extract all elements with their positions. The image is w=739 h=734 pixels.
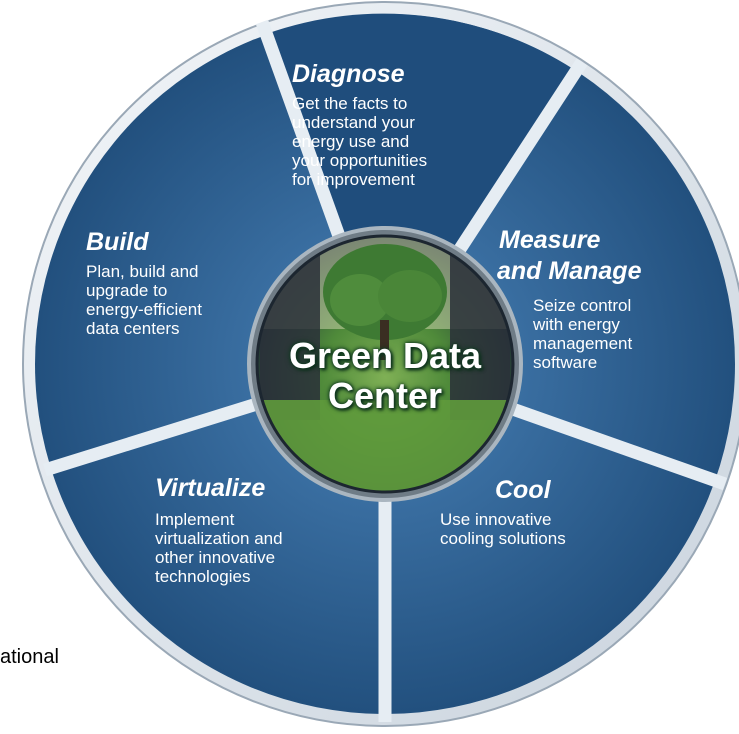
segment-title-diagnose: Diagnose	[292, 60, 405, 88]
segment-body-virtualize: Implement virtualization and other innov…	[155, 510, 283, 586]
segment-body-build: Plan, build and upgrade to energy-effici…	[86, 262, 202, 338]
center-title: Green Data Center	[288, 335, 482, 416]
segment-body-diagnose: Get the facts to understand your energy …	[292, 94, 428, 189]
segment-title-measure-line2: and Manage	[497, 257, 642, 285]
segment-title-measure-line1: Measure	[499, 226, 601, 254]
segment-title-build: Build	[86, 228, 149, 256]
left-edge-text-fragment: ational	[0, 646, 59, 668]
segment-body-measure: Seize control with energy management sof…	[533, 296, 633, 372]
segment-body-cool: Use innovative cooling solutions	[440, 510, 566, 548]
segment-title-virtualize: Virtualize	[155, 474, 266, 502]
segment-diagnose[interactable]	[266, 13, 574, 365]
segment-title-cool: Cool	[495, 476, 551, 504]
